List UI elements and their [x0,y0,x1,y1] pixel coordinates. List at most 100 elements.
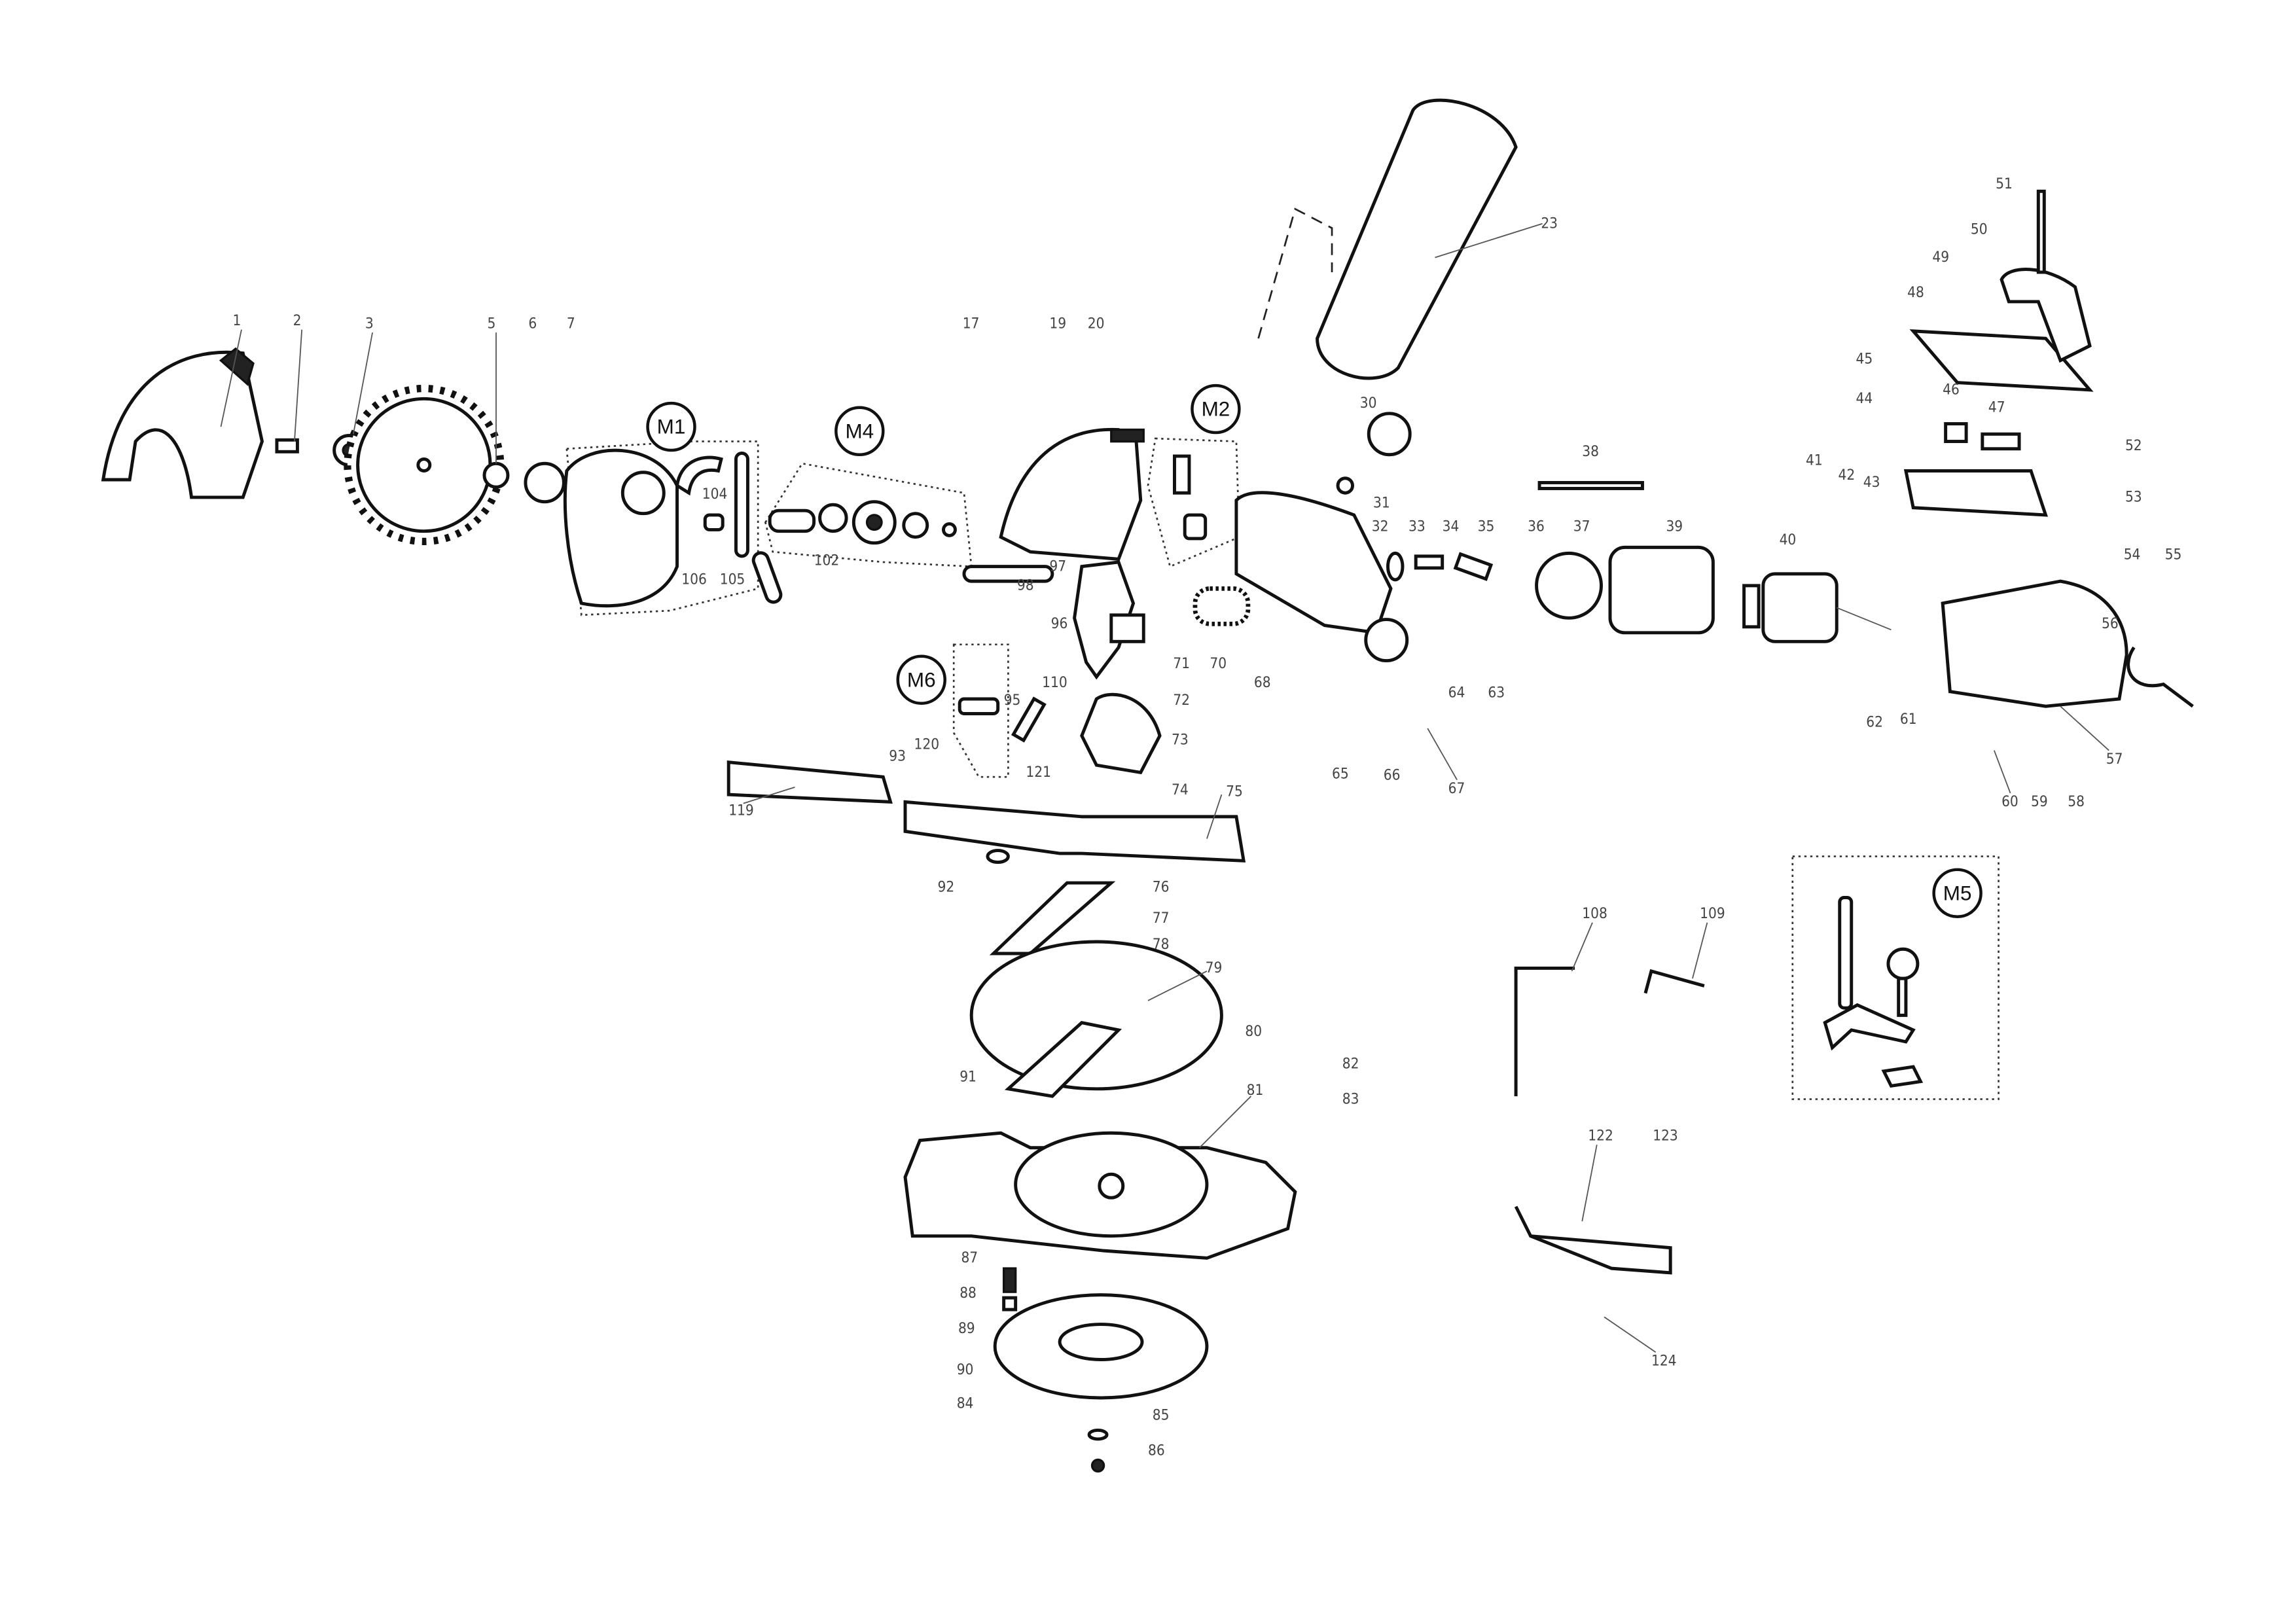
part-insert-plate [989,881,1116,955]
part-bearings [1336,476,1494,582]
part-bracket-122 [1514,1205,1672,1275]
callout: 88 [960,1285,977,1302]
callout: 85 [1153,1407,1170,1424]
part-link-bar [734,452,749,558]
callout: 37 [1573,518,1590,535]
callout: 98 [1017,577,1034,594]
callout: 78 [1153,936,1170,953]
module-label: M1 [657,416,686,438]
callout: 62 [1866,714,1883,731]
part-base [903,1131,1297,1260]
part-link-bar-2 [751,551,783,604]
callout: 39 [1666,518,1683,535]
module-m2-outline [1147,437,1240,568]
module-callout-m6: M6 [896,654,946,705]
part-hex-key-108 [1514,966,1575,1097]
callout: 64 [1448,685,1465,702]
callout: 7 [567,315,575,332]
part-turntable [969,940,1223,1091]
part-guard-link [675,455,723,496]
callout: 81 [1247,1082,1264,1099]
part-handle [1903,189,2094,517]
callout: 44 [1856,390,1873,407]
callout: 17 [963,315,980,332]
callout: 58 [2068,793,2085,810]
callout: 110 [1042,674,1067,691]
part-fence-left [726,760,893,804]
part-callouts: 1 2 3 5 6 7 17 19 20 23 30 31 32 33 34 3… [232,175,2181,1459]
callout: 68 [1254,674,1271,691]
callout: 76 [1153,879,1170,896]
callout: 102 [814,552,840,569]
callout: 42 [1839,467,1856,484]
callout: 83 [1342,1090,1359,1107]
module-callout-m1: M1 [646,401,696,452]
part-spring-68 [1193,586,1251,626]
part-m6-clamp [958,697,1000,715]
callout: 66 [1384,767,1401,784]
callout: 90 [957,1361,974,1378]
part-105 [703,513,725,531]
callout: 43 [1863,474,1880,491]
module-callout-m5: M5 [1932,868,1982,919]
callout: 92 [937,879,954,896]
module-label: M5 [1943,882,1972,904]
callout: 38 [1582,443,1599,460]
callout: 20 [1088,315,1105,332]
module-label: M2 [1202,398,1230,421]
callout: 51 [1996,175,2013,192]
callout: 46 [1943,382,1960,399]
callout: 61 [1900,711,1917,728]
callout: 80 [1245,1023,1262,1040]
callout: 96 [1051,615,1068,632]
callout: 31 [1373,495,1390,512]
part-flange-washer [482,461,565,504]
callout: 74 [1172,781,1189,798]
part-bolt-38 [1537,481,1644,490]
callout: 104 [702,486,728,503]
callout: 1 [232,312,241,329]
part-stator [1608,545,1715,635]
callout: 108 [1582,905,1607,922]
callout: 120 [914,736,940,753]
callout: 54 [2124,546,2141,563]
part-gear-housing [1234,412,1412,663]
part-saw-blade [344,384,505,546]
part-m2-parts [1172,454,1208,541]
part-upper-guard [999,427,1143,562]
module-callout-m4: M4 [834,406,885,457]
callout: 32 [1372,518,1389,535]
callout: 91 [960,1069,977,1086]
callout: 124 [1651,1353,1677,1370]
callout: 33 [1408,518,1426,535]
callout: 70 [1210,655,1227,672]
callout: 36 [1528,518,1545,535]
callout: 41 [1806,452,1823,469]
callout: 121 [1026,764,1051,781]
part-92 [986,849,1010,865]
callout: 3 [365,315,374,332]
callout: 93 [889,747,906,764]
callout: 2 [293,312,302,329]
callout: 87 [961,1249,978,1266]
callout: 56 [2102,615,2119,632]
part-turntable-arm [1004,1020,1122,1098]
part-motor-housing [1941,579,2128,708]
callout: 123 [1653,1128,1678,1145]
callout: 106 [681,571,707,588]
callout: 5 [487,315,495,332]
callout: 34 [1443,518,1460,535]
callout: 60 [2001,793,2018,810]
module-callout-m2: M2 [1191,383,1241,435]
part-m5-assembly [1823,896,1924,1088]
part-blade-guard [101,347,264,499]
callout: 47 [1988,399,2005,416]
callout: 45 [1856,350,1873,367]
callout: 53 [2125,489,2142,506]
part-lower-guard [563,448,679,608]
callout: 79 [1206,959,1223,976]
part-base-plate [993,1267,1209,1473]
part-spring-20 [1110,428,1145,443]
callout: 30 [1360,395,1377,412]
callout: 19 [1049,315,1066,332]
